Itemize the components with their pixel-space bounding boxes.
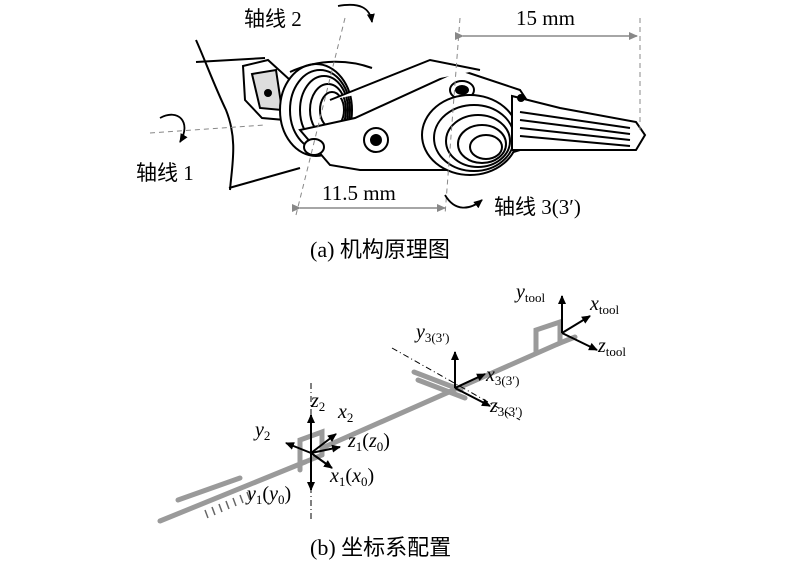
label-y2: y2 — [253, 419, 270, 443]
axis3-rotation-arrow — [444, 194, 483, 209]
base-serration — [204, 491, 251, 519]
label-x3: x3(3′) — [485, 364, 519, 388]
frame1-axes — [307, 444, 341, 491]
label-z3: z3(3′) — [489, 395, 522, 419]
axis-dashed-lines — [149, 17, 641, 216]
axis1-label: 轴线 1 — [136, 161, 194, 185]
label-x-tool: xtool — [589, 293, 620, 317]
label-z2: z2 — [310, 390, 325, 414]
label-z-tool: ztool — [597, 335, 626, 359]
label-y-tool: ytool — [514, 281, 546, 305]
frame3-axes — [451, 351, 491, 407]
panel-a-mechanism: 轴线 2 轴线 1 轴线 3(3′) 15 mm 11.5 mm (a) 机构原… — [136, 3, 647, 262]
label-z1-z0: z1(z0) — [347, 430, 390, 454]
instrument-shaft — [195, 39, 301, 191]
dimension-label-15mm: 15 mm — [516, 6, 575, 30]
tool-frame-axes — [558, 295, 598, 351]
axis1-rotation-arrow — [159, 113, 188, 143]
label-y3: y3(3′) — [414, 321, 449, 345]
label-y1-y0: y1(y0) — [245, 483, 291, 507]
axis2-rotation-arrow — [337, 3, 375, 23]
label-x2: x2 — [337, 401, 353, 425]
kinematic-chain — [157, 318, 578, 524]
axis3-pulley — [421, 94, 519, 176]
end-effector-jaws — [511, 94, 647, 151]
axis2-label: 轴线 2 — [244, 7, 302, 31]
axis3-label: 轴线 3(3′) — [494, 195, 581, 219]
label-x1-x0: x1(x0) — [329, 465, 374, 489]
dimension-label-11-5mm: 11.5 mm — [322, 181, 396, 205]
panel-a-caption: (a) 机构原理图 — [310, 237, 450, 262]
frame2-axes — [285, 414, 337, 454]
panel-b-caption: (b) 坐标系配置 — [310, 535, 451, 560]
panel-b-coordinate-frames: ytool xtool ztool y3(3′) x3(3′) z3(3′) z… — [157, 281, 626, 560]
